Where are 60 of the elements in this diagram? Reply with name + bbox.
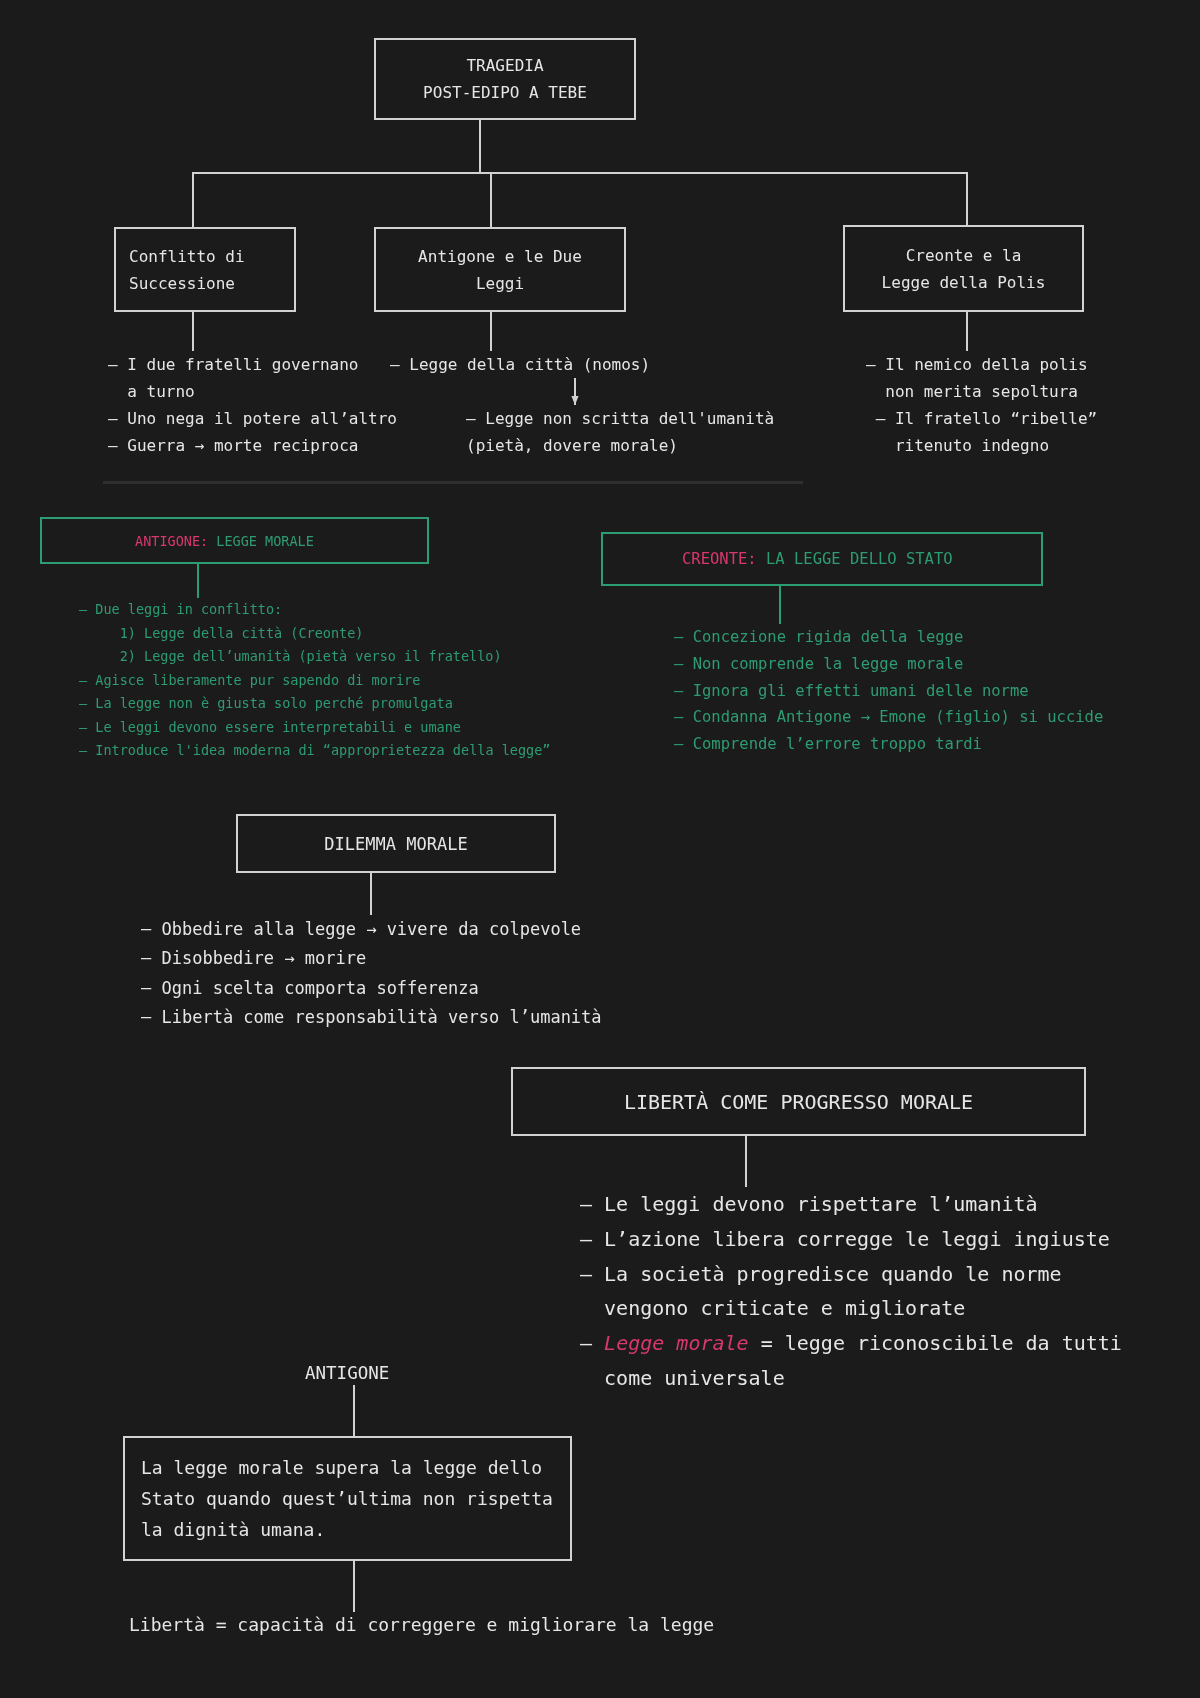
connector-line xyxy=(779,585,781,625)
character-name: ANTIGONE: xyxy=(135,531,209,551)
bullet-point: – Comprende l’errore troppo tardi xyxy=(674,734,982,756)
statement-text: La legge morale supera la legge dello Stato quando quest’ultima non rispetta la dignità umana. xyxy=(141,1456,554,1542)
bullet-point: – Guerra → morte reciproca xyxy=(108,435,359,457)
bullet-point: – Disobbedire → morire xyxy=(141,947,367,971)
title-box xyxy=(374,38,636,120)
bullet-point: – Due leggi in conflitto: xyxy=(79,600,283,619)
bullet-point: – Uno nega il potere all’altro xyxy=(108,408,397,430)
bullet-point: – Il fratello “ribelle” ritenuto indegno xyxy=(875,408,1099,457)
bullet-point: – Condanna Antigone → Emone (figlio) si uccide xyxy=(674,707,1104,729)
bullet-point: – La legge non è giusta solo perché promulgata xyxy=(79,694,453,713)
connector-line xyxy=(353,1560,355,1613)
character-name: CREONTE: xyxy=(682,549,757,570)
section-title: LEGGE MORALE xyxy=(216,531,314,551)
section-title: DILEMMA MORALE xyxy=(324,832,468,856)
topic-title: Antigone e le Due Leggi xyxy=(417,245,583,295)
bullet-point: – Agisce liberamente pur sapendo di morire xyxy=(79,670,421,690)
topic-box xyxy=(374,227,626,312)
subtitle-text: POST-EDIPO A TEBE xyxy=(423,82,587,104)
topic-box xyxy=(114,227,296,312)
character-name: ANTIGONE xyxy=(305,1362,390,1385)
connector-line xyxy=(353,1384,355,1437)
bullet-point: – Concezione rigida della legge xyxy=(674,627,964,648)
bullet-point: – Legge non scritta dell'umanità (pietà, dovere morale) xyxy=(466,408,776,457)
section-box xyxy=(601,532,1043,586)
heading-box xyxy=(511,1067,1086,1136)
connector-line xyxy=(966,311,968,352)
bullet-point: – L’azione libera corregge le leggi ingiuste xyxy=(580,1225,1110,1253)
title-text: TRAGEDIA xyxy=(466,55,544,77)
connector-line xyxy=(745,1135,747,1188)
bullet-point: – La società progredisce quando le norme vengono criticate e migliorate xyxy=(580,1260,1063,1323)
numbered-item: 1) Legge della città (Creonte) xyxy=(119,623,364,643)
numbered-item: 2) Legge dell’umanità (pietà verso il fratello) xyxy=(119,647,502,666)
statement-box xyxy=(123,1436,572,1561)
heading-box xyxy=(236,814,556,873)
arrow xyxy=(571,377,579,406)
bullet-point: – I due fratelli governano a turno xyxy=(108,354,360,403)
bullet-point: – Il nemico della polis non merita sepoltura xyxy=(866,354,1089,403)
section-box xyxy=(40,517,429,564)
connector-line xyxy=(192,311,194,352)
connector-line xyxy=(490,311,492,352)
bullet-point: – Introduce l'idea moderna di “approprietezza della legge” xyxy=(79,741,551,760)
section-title: LA LEGGE DELLO STATO xyxy=(766,549,953,570)
bullet-point: – Le leggi devono rispettare l’umanità xyxy=(580,1191,1038,1218)
bullet-point: – Libertà come responsabilità verso l’umanità xyxy=(141,1005,602,1029)
bullet-point: – Ignora gli effetti umani delle norme xyxy=(674,680,1029,702)
bullet-point: – Le leggi devono essere interpretabili e umane xyxy=(79,717,461,737)
bullet-point: – Ogni scelta comporta sofferenza xyxy=(141,976,479,1000)
topic-title: Conflitto di Successione xyxy=(129,245,246,295)
connector-line xyxy=(197,563,199,599)
bullet-point: – Obbedire alla legge → vivere da colpevole xyxy=(141,918,582,941)
bullet-point: – Legge della città (nomos) xyxy=(390,354,651,376)
bullet-point: – Non comprende la legge morale xyxy=(674,653,964,675)
bullet-point: – Legge morale = legge riconoscibile da tutti come universale xyxy=(580,1330,1123,1392)
topic-box xyxy=(843,225,1084,312)
topic-title: Creonte e la Legge della Polis xyxy=(880,244,1047,294)
conclusion-text: Libertà = capacità di correggere e migliorare la legge xyxy=(129,1613,715,1637)
connector-line xyxy=(370,872,372,916)
section-title: LIBERTÀ COME PROGRESSO MORALE xyxy=(623,1088,974,1116)
